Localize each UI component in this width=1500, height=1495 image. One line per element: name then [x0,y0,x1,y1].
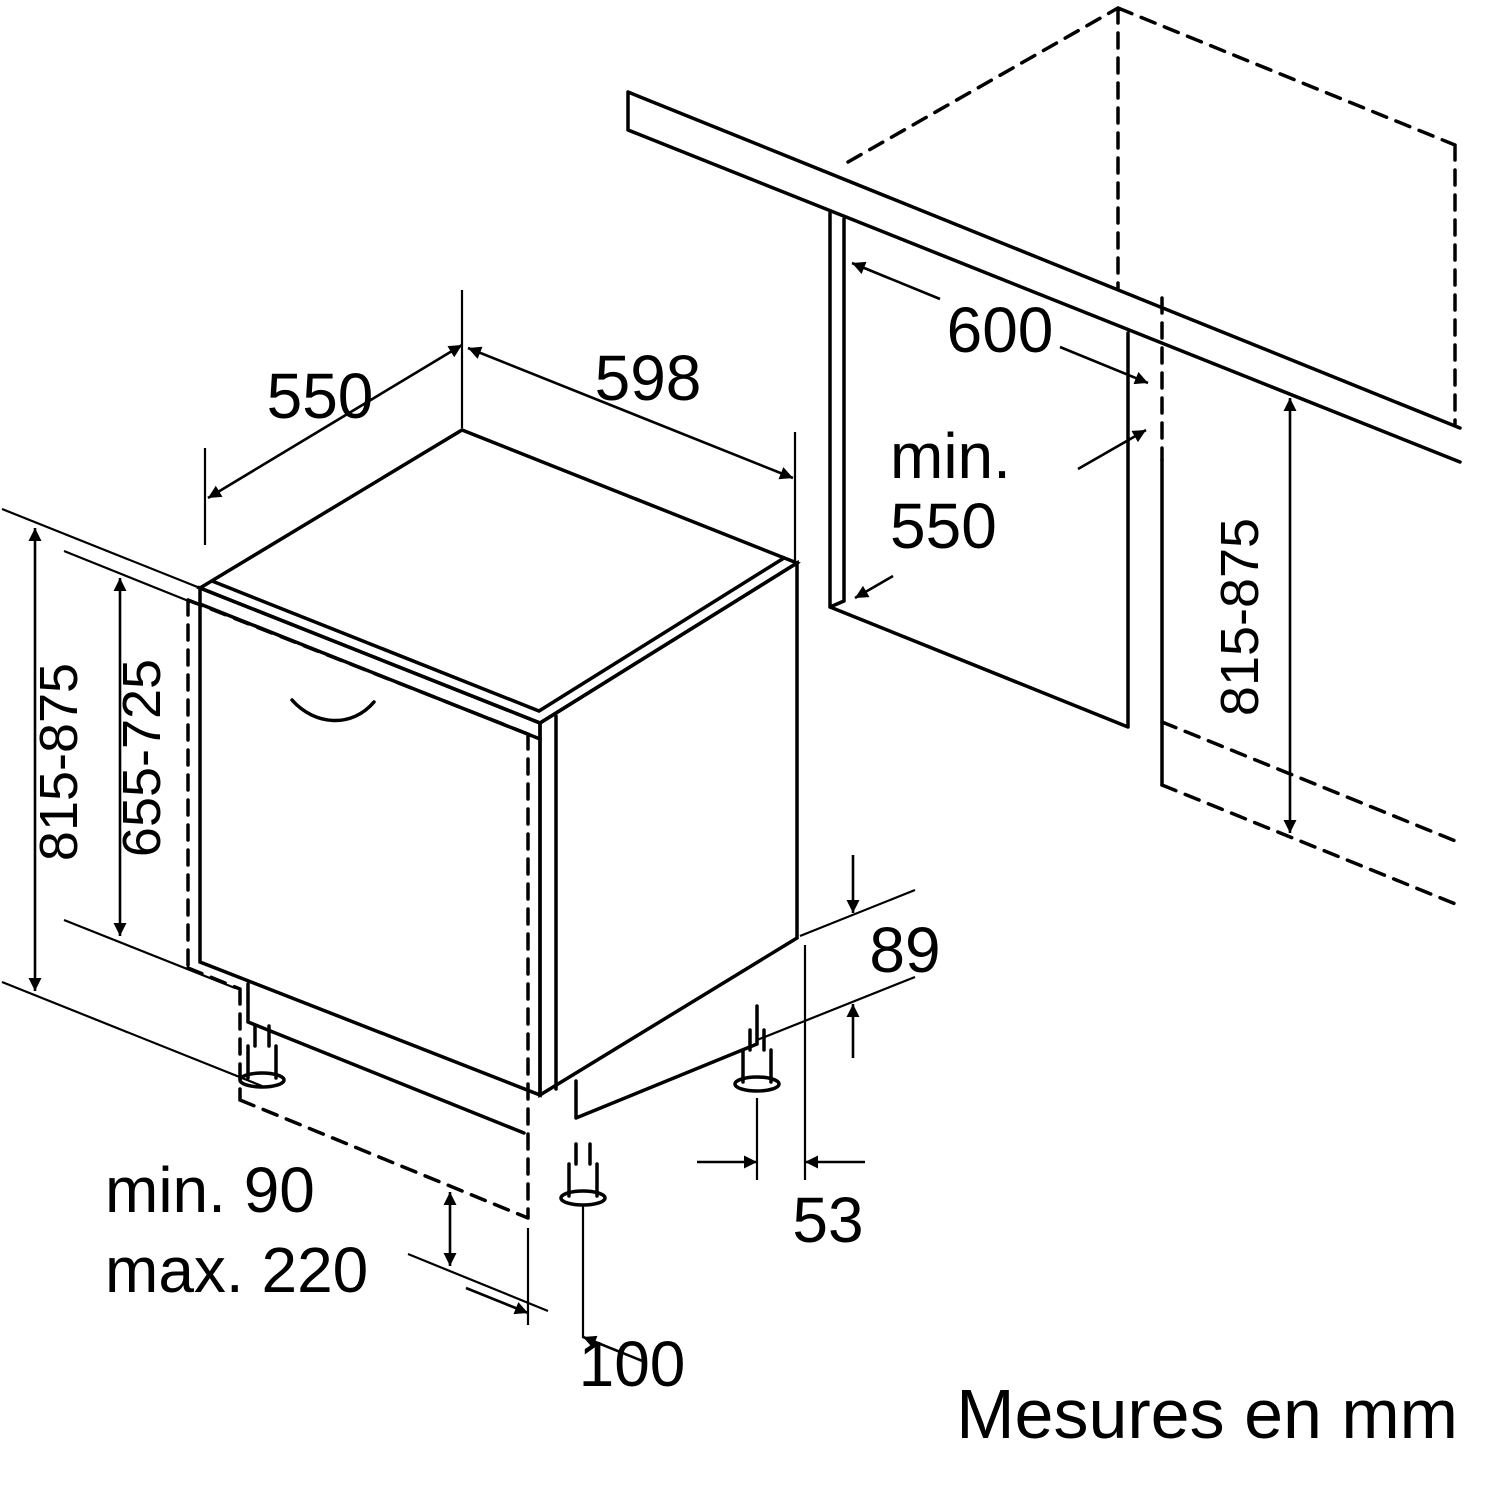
base-height-dim: 89 [756,855,941,1058]
foot-setback-dim: 100 [465,1205,686,1400]
niche-depth-label: 550 [890,490,997,562]
door-handle [290,698,376,723]
foot-setback-label: 100 [579,1328,686,1400]
top-face-edge-inset [210,556,786,713]
dishwasher-right-face [538,559,799,1099]
adjustable-foot-front-right [559,1142,607,1207]
dishwasher-top-face [196,428,801,725]
niche-right-panel [1160,296,1460,907]
dishwasher-unit [186,428,801,1220]
base-offset-label: 53 [792,1184,863,1256]
adjustable-foot-rear-right [733,1028,781,1093]
plinth-max-label: max. 220 [105,1234,368,1306]
unit-width-label: 598 [595,342,702,414]
furniture-door-outline [186,598,530,1220]
dishwasher-front-door [198,585,542,1098]
unit-height-dim: 815-875 [1,507,263,1088]
niche-depth-dim: min. 550 [854,420,1147,600]
plinth-range-dim: min. 90 max. 220 [105,1154,549,1313]
base-height-label: 89 [869,914,940,986]
kitchen-worktop [626,90,1462,464]
niche-depth-prefix-label: min. [890,420,1011,492]
unit-height-label: 815-875 [29,663,89,861]
plinth-front [246,982,526,1135]
plinth-right [574,1004,759,1120]
unit-width-dim: 598 [467,342,797,562]
niche-width-dim: 600 [851,261,1149,385]
door-height-dim: 655-725 [63,549,236,990]
niche-height-label: 815-875 [1210,518,1270,716]
niche-height-dim: 815-875 [1210,398,1297,833]
base-offset-dim: 53 [697,945,865,1256]
plinth-min-label: min. 90 [105,1154,315,1226]
niche-hidden-edges [846,6,1457,426]
unit-depth-dim: 550 [203,290,464,545]
door-height-label: 655-725 [112,659,172,857]
units-caption: Mesures en mm [956,1375,1458,1453]
unit-depth-label: 550 [267,360,374,432]
adjustable-foot-front-left [238,1024,286,1089]
niche-left-panel [828,211,1130,729]
niche-width-label: 600 [947,294,1054,366]
